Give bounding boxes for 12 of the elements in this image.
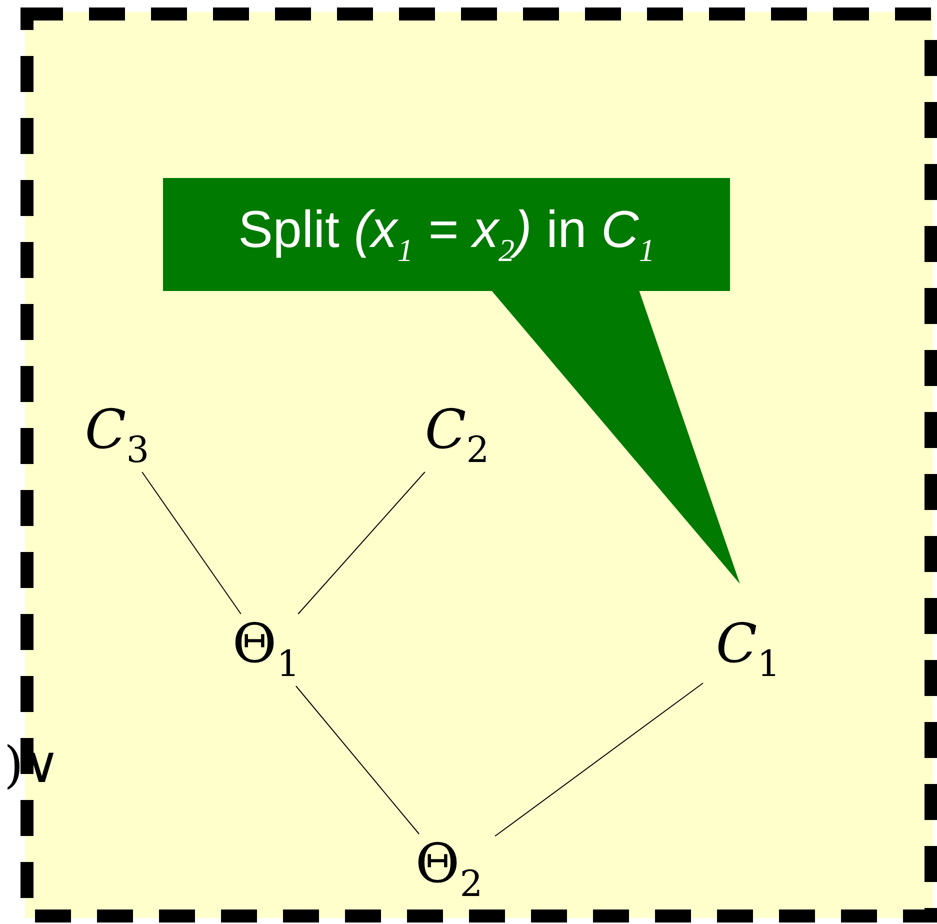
math-symbol: C$_{3}$ [72,400,162,472]
connector-line [298,472,426,614]
callout-pointer [492,291,740,584]
connector-line [295,686,420,834]
math-symbol: Θ$_{1}$ [220,614,312,686]
math-symbol: Θ$_{2}$ [403,834,495,906]
math-symbol: C$_{2}$ [412,400,502,472]
math-fragment: )∨ [4,740,60,790]
math-symbol: C$_{1}$ [703,614,793,686]
connector-line [494,682,704,837]
callout-box: Split (x$_{1}$ = x$_{2}$) in C$_{1}$ [163,178,730,291]
connector-line [142,472,242,614]
